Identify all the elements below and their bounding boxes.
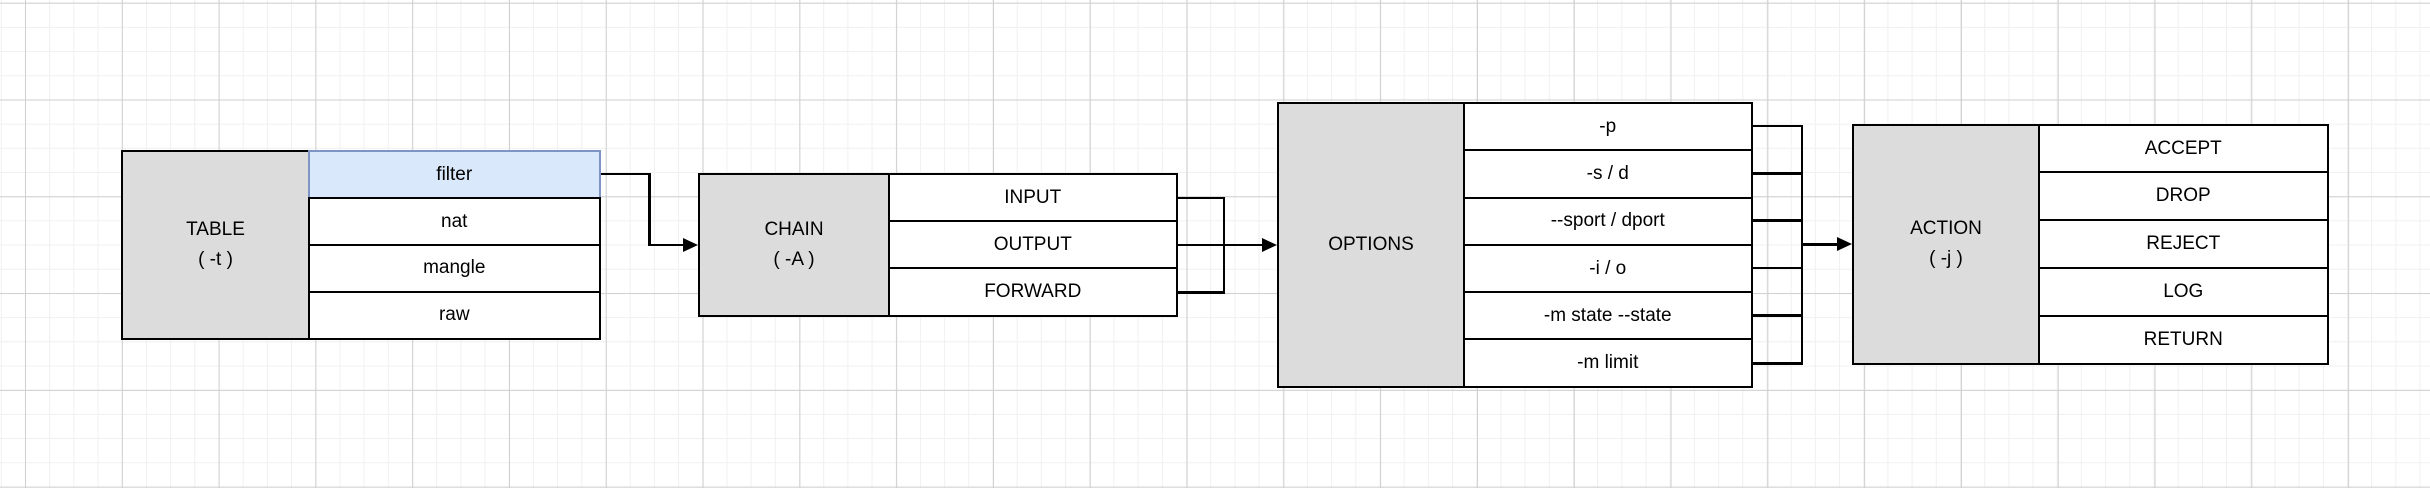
row-label: --sport / dport [1550, 210, 1665, 232]
action-row-log[interactable]: LOG [2037, 266, 2329, 318]
chain-node-title: CHAIN [764, 219, 824, 240]
chain-node-subtitle: ( -A ) [773, 249, 815, 270]
connector-table-chain-segment[interactable] [601, 172, 651, 175]
row-label: -m limit [1577, 352, 1639, 374]
row-label: -p [1599, 115, 1617, 137]
options-row-sport-dport[interactable]: --sport / dport [1462, 196, 1753, 247]
table-row-mangle[interactable]: mangle [307, 243, 601, 294]
chain-row-input[interactable]: INPUT [887, 173, 1178, 223]
chain-node-header[interactable]: CHAIN ( -A ) [698, 173, 890, 317]
row-label: -i / o [1589, 257, 1627, 279]
options-row-interface[interactable]: -i / o [1462, 243, 1753, 294]
row-label: mangle [423, 257, 486, 279]
connector-options-action-segment[interactable] [1801, 243, 1837, 246]
arrowhead [683, 238, 698, 252]
chain-rows: INPUT OUTPUT FORWARD [887, 173, 1178, 318]
connector-options-action-segment[interactable] [1753, 362, 1803, 365]
connector-table-chain-segment[interactable] [648, 243, 684, 247]
row-label: INPUT [1004, 186, 1062, 208]
action-node-subtitle: ( -j ) [1929, 248, 1963, 270]
connector-table-chain-segment[interactable] [648, 172, 651, 246]
connector-chain-options-segment[interactable] [1178, 243, 1263, 246]
action-row-reject[interactable]: REJECT [2037, 219, 2329, 270]
table-row-filter[interactable]: filter [307, 150, 601, 200]
row-label: filter [436, 163, 473, 185]
table-row-nat[interactable]: nat [307, 196, 601, 247]
table-node-subtitle: ( -t ) [198, 249, 233, 270]
options-row-source-dest[interactable]: -s / d [1462, 149, 1753, 199]
connector-chain-options-segment[interactable] [1178, 196, 1225, 199]
connector-options-action-segment[interactable] [1753, 124, 1803, 127]
row-label: ACCEPT [2144, 137, 2222, 159]
action-rows: ACCEPT DROP REJECT LOG RETURN [2037, 123, 2329, 366]
options-row-protocol[interactable]: -p [1462, 102, 1753, 152]
row-label: DROP [2155, 185, 2211, 207]
table-row-raw[interactable]: raw [307, 290, 601, 340]
table-node-header[interactable]: TABLE ( -t ) [121, 150, 310, 340]
table-node-title: TABLE [186, 219, 245, 240]
action-node-header[interactable]: ACTION ( -j ) [1852, 123, 2040, 365]
row-label: raw [438, 304, 470, 326]
connector-options-action-segment[interactable] [1753, 219, 1803, 222]
row-label: LOG [2163, 281, 2204, 303]
options-rows: -p -s / d --sport / dport -i / o -m stat… [1462, 102, 1753, 388]
action-row-drop[interactable]: DROP [2037, 171, 2329, 222]
connector-options-action-segment[interactable] [1753, 314, 1803, 317]
connector-options-action-segment[interactable] [1753, 172, 1803, 175]
options-row-m-limit[interactable]: -m limit [1462, 338, 1753, 388]
action-node-title: ACTION [1910, 218, 1982, 240]
row-label: nat [441, 210, 468, 232]
connector-options-action-segment[interactable] [1753, 266, 1803, 269]
chain-row-output[interactable]: OUTPUT [887, 220, 1178, 270]
options-node-title: OPTIONS [1328, 234, 1414, 255]
arrowhead [1837, 237, 1852, 251]
options-node-header[interactable]: OPTIONS [1277, 102, 1465, 388]
action-row-accept[interactable]: ACCEPT [2037, 123, 2329, 174]
row-label: -s / d [1586, 163, 1629, 185]
table-rows: filter nat mangle raw [307, 150, 601, 340]
action-row-return[interactable]: RETURN [2037, 314, 2329, 365]
chain-row-forward[interactable]: FORWARD [887, 267, 1178, 318]
row-label: RETURN [2143, 328, 2223, 350]
connector-chain-options-segment[interactable] [1178, 291, 1225, 294]
options-row-m-state[interactable]: -m state --state [1462, 291, 1753, 341]
row-label: FORWARD [984, 281, 1082, 303]
row-label: OUTPUT [993, 234, 1072, 255]
row-label: -m state --state [1543, 304, 1672, 326]
row-label: REJECT [2146, 233, 2221, 255]
arrowhead [1262, 237, 1277, 252]
